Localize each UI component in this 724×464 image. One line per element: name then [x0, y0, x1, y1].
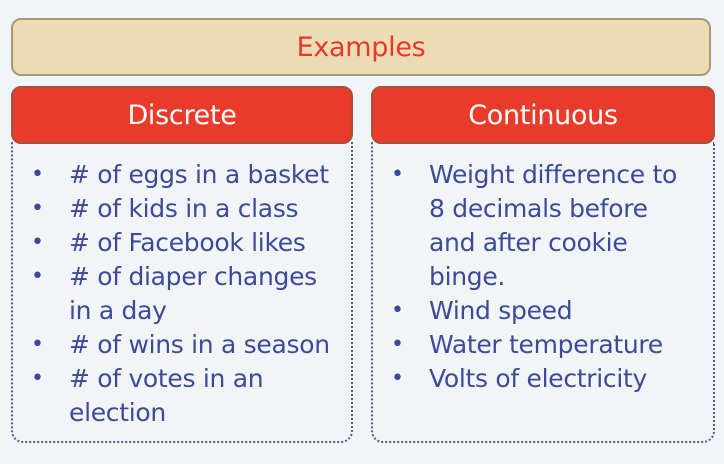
list-item: •# of Facebook likes — [13, 226, 351, 260]
bullet-icon: • — [31, 332, 44, 357]
continuous-column: Continuous •Weight difference to 8 decim… — [371, 86, 715, 443]
bullet-icon: • — [391, 162, 404, 187]
bullet-icon: • — [31, 196, 44, 221]
continuous-header-label: Continuous — [468, 99, 618, 131]
discrete-list: •# of eggs in a basket •# of kids in a c… — [13, 142, 351, 430]
discrete-list-box: •# of eggs in a basket •# of kids in a c… — [11, 142, 353, 443]
list-item: •# of diaper changes in a day — [31, 262, 317, 325]
bullet-icon: • — [391, 298, 404, 323]
list-item: •Wind speed — [373, 294, 713, 328]
continuous-header: Continuous — [371, 86, 715, 144]
continuous-list-box: •Weight difference to 8 decimals before … — [371, 142, 715, 443]
list-item: •# of votes in an election — [31, 364, 264, 427]
discrete-header: Discrete — [11, 86, 353, 144]
list-item: •Weight difference to 8 decimals before … — [391, 160, 677, 291]
discrete-column: Discrete •# of eggs in a basket •# of ki… — [11, 86, 353, 443]
bullet-icon: • — [391, 332, 404, 357]
bullet-icon: • — [31, 230, 44, 255]
bullet-icon: • — [31, 162, 44, 187]
list-item: •# of kids in a class — [13, 192, 351, 226]
discrete-header-label: Discrete — [127, 99, 237, 131]
list-item: •# of eggs in a basket — [13, 158, 351, 192]
bullet-icon: • — [31, 366, 44, 391]
bullet-icon: • — [391, 366, 404, 391]
list-item: •Volts of electricity — [373, 362, 713, 396]
examples-title-box: Examples — [11, 18, 711, 76]
examples-title: Examples — [296, 31, 426, 63]
list-item: •Water temperature — [373, 328, 713, 362]
continuous-list: •Weight difference to 8 decimals before … — [373, 142, 713, 396]
list-item: •# of wins in a season — [13, 328, 351, 362]
bullet-icon: • — [31, 264, 44, 289]
